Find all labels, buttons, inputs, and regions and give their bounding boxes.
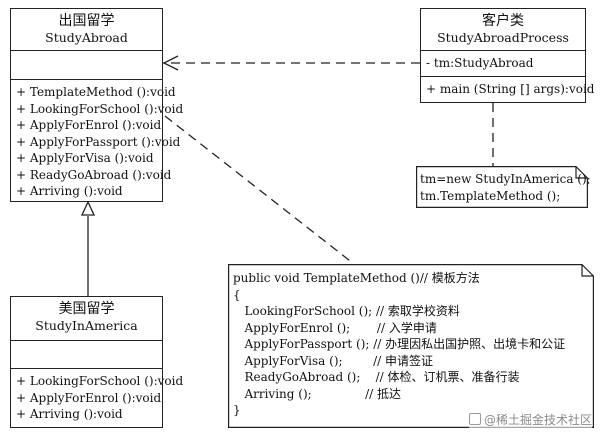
- methods-section: + TemplateMethod ():void + LookingForSch…: [11, 80, 184, 200]
- method-row: + ApplyForVisa ():void: [16, 151, 154, 165]
- method-row: + ApplyForPassport ():void: [16, 134, 181, 149]
- class-name-en: StudyAbroad: [45, 30, 128, 45]
- class-name-cn: 客户类: [482, 13, 524, 29]
- method-row: + TemplateMethod ():void: [16, 85, 176, 99]
- method-row: + ApplyForEnrol ():void: [16, 118, 162, 132]
- method-row: + LookingForSchool ():void: [16, 374, 184, 388]
- class-name-cn: 美国留学: [58, 301, 115, 317]
- method-row: + LookingForSchool ():void: [16, 101, 184, 116]
- method-row: + ReadyGoAbroad ():void: [16, 167, 172, 182]
- watermark-text: @稀土掘金技术社区: [483, 413, 592, 427]
- class-name-en: StudyInAmerica: [35, 318, 138, 333]
- class-header: 出国留学 StudyAbroad: [11, 9, 162, 51]
- method-row: + Arriving ():void: [16, 184, 123, 198]
- note-line: tm.TemplateMethod ();: [420, 188, 561, 203]
- attributes-section: [11, 341, 162, 369]
- class-header: 美国留学 StudyInAmerica: [11, 297, 162, 341]
- methods-section: + main (String [] args):void: [421, 77, 595, 98]
- class-study-in-america: 美国留学 StudyInAmerica + LookingForSchool (…: [10, 296, 184, 428]
- note-line: public void TemplateMethod ()// 模板方法: [233, 271, 480, 285]
- class-name-cn: 出国留学: [58, 13, 115, 29]
- note-line: Arriving (); // 抵达: [233, 386, 401, 401]
- client-note: tm=new StudyInAmerica (); tm.TemplateMet…: [416, 166, 591, 208]
- attribute-row: - tm:StudyAbroad: [426, 56, 534, 70]
- note-line: ApplyForVisa (); // 申请签证: [233, 353, 433, 368]
- class-study-abroad: 出国留学 StudyAbroad + TemplateMethod ():voi…: [10, 8, 184, 202]
- methods-section: + LookingForSchool ():void + ApplyForEnr…: [11, 369, 184, 423]
- attributes-section: - tm:StudyAbroad: [421, 51, 585, 77]
- method-row: + Arriving ():void: [16, 407, 123, 421]
- note-line: {: [233, 287, 241, 302]
- method-row: + ApplyForEnrol ():void: [16, 390, 162, 405]
- watermark: @稀土掘金技术社区: [468, 411, 592, 428]
- generalization-arrowhead: [80, 200, 96, 216]
- attributes-section: [11, 51, 162, 80]
- class-study-abroad-process: 客户类 StudyAbroadProcess - tm:StudyAbroad …: [420, 8, 595, 103]
- note-line: LookingForSchool (); // 索取学校资料: [233, 304, 460, 318]
- dependency-arrowhead: [162, 55, 179, 71]
- note-line: ReadyGoAbroad (); // 体检、订机票、准备行装: [233, 370, 520, 384]
- note-line: ApplyForEnrol (); // 入学申请: [233, 320, 437, 335]
- template-note-anchor-line: [164, 115, 355, 265]
- class-header: 客户类 StudyAbroadProcess: [421, 9, 585, 51]
- juejin-logo-icon: [468, 413, 481, 425]
- note-border: [416, 166, 588, 208]
- note-line: }: [233, 403, 241, 417]
- note-border: [228, 264, 594, 428]
- note-line: ApplyForPassport (); // 办理因私出国护照、出境卡和公证: [233, 337, 566, 351]
- method-row: + main (String [] args):void: [426, 82, 595, 96]
- template-method-note: public void TemplateMethod ()// 模板方法 { L…: [228, 264, 594, 428]
- class-name-en: StudyAbroadProcess: [437, 30, 569, 45]
- note-line: tm=new StudyInAmerica ();: [420, 172, 591, 186]
